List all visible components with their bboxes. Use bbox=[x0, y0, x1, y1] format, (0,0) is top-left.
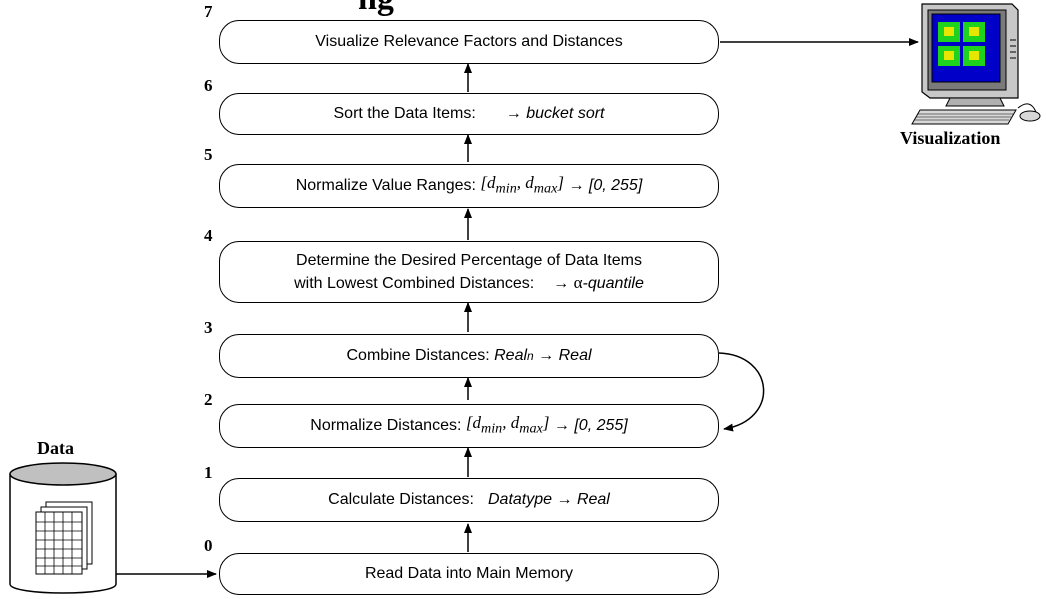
step-7-text: Visualize Relevance Factors and Distance… bbox=[315, 33, 623, 50]
step-6-sort: Sort the Data Items: → bucket sort bbox=[219, 93, 719, 135]
step-2-result: [0, 255] bbox=[574, 417, 628, 434]
arrow-glyph: → bbox=[568, 177, 585, 194]
step-4-prefix: with Lowest Combined Distances: bbox=[294, 274, 535, 292]
database-icon bbox=[9, 462, 117, 594]
step-4-line2: with Lowest Combined Distances: → α-quan… bbox=[294, 272, 644, 295]
arrow-glyph: → bbox=[553, 274, 570, 292]
step-1-result: Real bbox=[576, 491, 610, 508]
step-0-text: Read Data into Main Memory bbox=[364, 565, 574, 582]
step-3-superscript: n bbox=[527, 349, 534, 363]
step-5-result: [0, 255] bbox=[588, 177, 643, 194]
step-2-range: [dmin, dmax] bbox=[465, 413, 550, 437]
step-7-visualize: Visualize Relevance Factors and Distance… bbox=[219, 20, 719, 64]
step-1-calculate: Calculate Distances: Datatype → Real bbox=[219, 478, 719, 522]
arrow-glyph: → bbox=[505, 105, 522, 122]
step-6-result: bucket sort bbox=[526, 105, 605, 122]
step-3-lhs: Real bbox=[494, 347, 528, 364]
step-5-range: [dmin, dmax] bbox=[480, 173, 564, 197]
visualization-label: Visualization bbox=[900, 128, 1001, 148]
step-number-0: 0 bbox=[204, 536, 213, 555]
step-5-prefix: Normalize Value Ranges: bbox=[295, 177, 476, 194]
step-number-5: 5 bbox=[204, 145, 213, 164]
step-1-lhs: Datatype bbox=[487, 491, 553, 508]
step-number-3: 3 bbox=[204, 318, 213, 337]
step-number-1: 1 bbox=[204, 463, 213, 482]
step-2-prefix: Normalize Distances: bbox=[310, 417, 462, 434]
arrow-glyph: → bbox=[538, 347, 555, 364]
data-label: Data bbox=[37, 438, 74, 458]
step-number-2: 2 bbox=[204, 390, 213, 409]
step-0-read: Read Data into Main Memory bbox=[219, 553, 719, 595]
arrow-3-to-2-curve bbox=[718, 352, 765, 432]
step-2-normalize-distances: Normalize Distances: [dmin, dmax] → [0, … bbox=[219, 404, 719, 448]
title-fragment: ng bbox=[358, 0, 394, 18]
step-1-prefix: Calculate Distances: bbox=[328, 491, 474, 508]
step-number-6: 6 bbox=[204, 76, 213, 95]
computer-icon bbox=[911, 3, 1041, 125]
alpha-symbol: α bbox=[573, 272, 583, 292]
step-4-line1: Determine the Desired Percentage of Data… bbox=[296, 251, 642, 269]
step-5-normalize-range: Normalize Value Ranges: [dmin, dmax] → [… bbox=[219, 164, 719, 208]
step-6-prefix: Sort the Data Items: bbox=[333, 105, 476, 122]
step-number-7: 7 bbox=[204, 2, 213, 21]
step-number-4: 4 bbox=[204, 226, 213, 245]
data-sheets-icon bbox=[35, 501, 93, 575]
step-4-percentage: Determine the Desired Percentage of Data… bbox=[219, 241, 719, 303]
step-3-prefix: Combine Distances: bbox=[346, 347, 490, 364]
step-3-result: Real bbox=[558, 347, 592, 364]
arrow-glyph: → bbox=[556, 491, 573, 508]
arrow-glyph: → bbox=[553, 417, 570, 434]
step-4-result: -quantile bbox=[582, 274, 644, 292]
